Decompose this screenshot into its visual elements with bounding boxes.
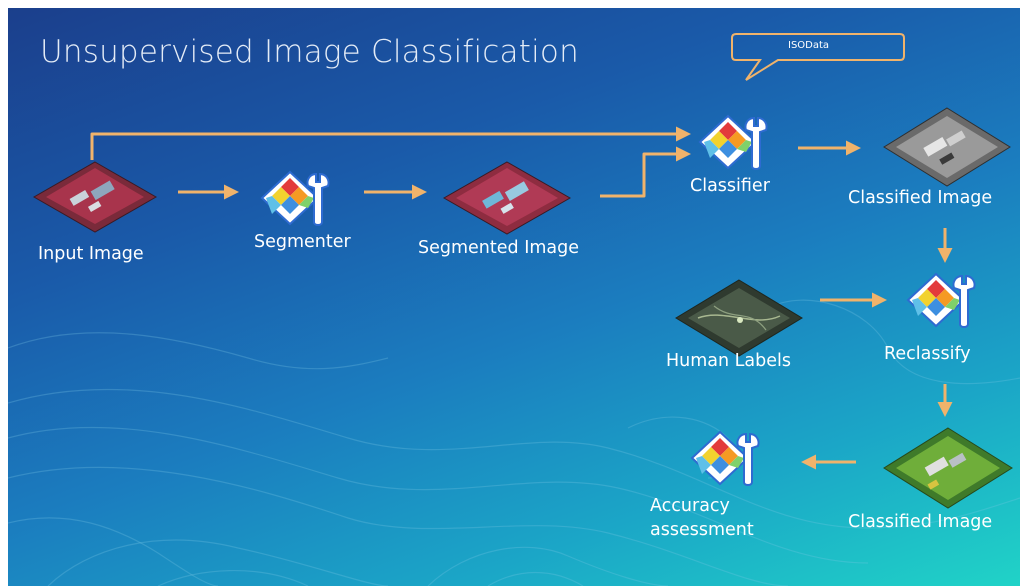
label-classifier: Classifier — [690, 176, 770, 196]
label-reclassify: Reclassify — [884, 344, 971, 364]
segmented-image-tile — [442, 160, 572, 236]
label-input-image: Input Image — [38, 244, 144, 264]
label-human-labels: Human Labels — [666, 351, 792, 371]
label-classified-image-2: Classified Image — [848, 512, 993, 532]
accuracy-tool-icon — [690, 428, 770, 490]
classifier-tool-icon — [698, 112, 778, 174]
isodata-callout — [731, 33, 905, 81]
contour-background — [8, 299, 1020, 586]
arrow-input-to-classifier — [90, 126, 691, 160]
flow-arrows — [90, 33, 953, 470]
diagram-slide: Unsupervised Image Classification ISODat… — [8, 8, 1020, 586]
classified-image-tile-2 — [882, 426, 1014, 510]
label-accuracy-line2: assessment — [650, 520, 754, 540]
callout-label: ISOData — [788, 40, 830, 51]
label-classified-image-1: Classified Image — [848, 188, 993, 208]
diagram-title: Unsupervised Image Classification — [40, 34, 579, 70]
classified-image-tile-1 — [882, 106, 1012, 188]
segmenter-tool-icon — [260, 168, 340, 230]
arrow-segmented-to-classifier — [600, 146, 691, 198]
label-segmented-image: Segmented Image — [418, 238, 579, 258]
human-labels-tile — [674, 278, 804, 358]
input-image-tile — [32, 160, 158, 234]
label-accuracy-line1: Accuracy — [650, 496, 730, 516]
label-segmenter: Segmenter — [254, 232, 351, 252]
reclassify-tool-icon — [906, 270, 986, 332]
